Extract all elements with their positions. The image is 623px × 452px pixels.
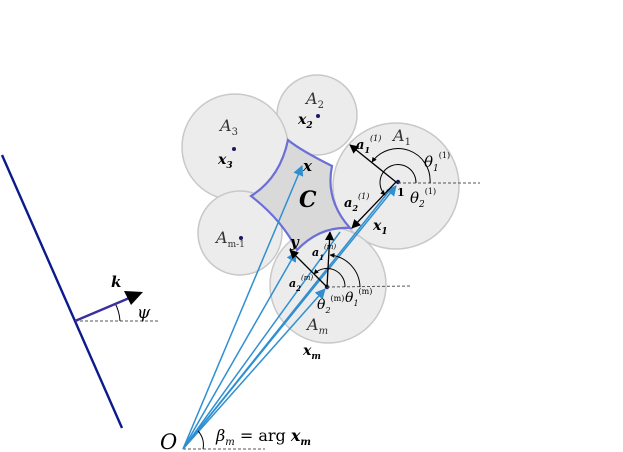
- origin-label: O: [160, 430, 177, 452]
- center-label-x3: x3: [217, 152, 233, 171]
- beta-label: βm = arg xm: [215, 426, 311, 448]
- disk-label-am: Am: [305, 315, 328, 337]
- vector-to-y: [182, 251, 297, 450]
- vector-a1-1: [349, 144, 397, 183]
- boundary-line: [0, 154, 124, 429]
- disk-label-a3: A3: [218, 116, 238, 138]
- center-dot-3: [232, 147, 236, 151]
- arc-theta2-m: [313, 267, 346, 288]
- center-dot-m1: [239, 236, 243, 240]
- a2-m-label: a2(m): [289, 274, 313, 293]
- disk-label-a2: A2: [304, 89, 324, 111]
- arc-beta: [197, 430, 204, 450]
- vector-x1-label: x1: [372, 218, 388, 237]
- center-dot-2: [316, 114, 320, 118]
- disk-am1: [197, 190, 283, 276]
- theta1-1-label: θ1(1): [424, 151, 450, 174]
- wave-vector-arrowhead: [124, 291, 143, 305]
- vector-to-cavity-edge: [182, 231, 341, 450]
- wave-vector-label: k: [111, 273, 121, 291]
- cavity-region: [249, 137, 353, 252]
- vector-a2-1: [351, 181, 397, 229]
- center-label-x2: x2: [297, 112, 313, 131]
- center-1-tag: 1: [397, 186, 405, 199]
- arc-theta2-1: [379, 164, 417, 196]
- a1-m-label: a1(m): [312, 243, 336, 262]
- arc-psi: [114, 302, 121, 322]
- reference-line-disk-m: [326, 285, 413, 288]
- theta2-1-label: θ2(1): [410, 187, 436, 210]
- vector-x1-b: [182, 189, 391, 450]
- arc-theta1-m: [329, 252, 361, 288]
- psi-label: ψ: [137, 303, 151, 323]
- wave-vector-k: [74, 294, 135, 323]
- point-x-label: x: [302, 157, 313, 175]
- a2-1-label: a2(1): [344, 192, 369, 213]
- theta2-m-label: θ2(m): [317, 294, 344, 315]
- disk-label-am1: Am-1: [214, 228, 245, 250]
- cavity-label: C: [299, 187, 317, 213]
- local-vectors: [289, 144, 397, 288]
- vector-xm-label: xm: [302, 343, 321, 362]
- vector-xm: [182, 288, 326, 450]
- theta1-m-label: θ1(m): [345, 287, 372, 308]
- position-vectors: [182, 165, 397, 450]
- a1-1-label: a1(1): [356, 134, 381, 155]
- vector-a1-m: [325, 231, 335, 288]
- vector-a2-m: [289, 249, 328, 288]
- disk-label-a1: A1: [391, 126, 411, 148]
- center-dot-1: [395, 179, 401, 185]
- point-y-label: y: [289, 233, 300, 251]
- arc-theta1-1: [371, 148, 431, 184]
- vector-to-x: [182, 165, 304, 450]
